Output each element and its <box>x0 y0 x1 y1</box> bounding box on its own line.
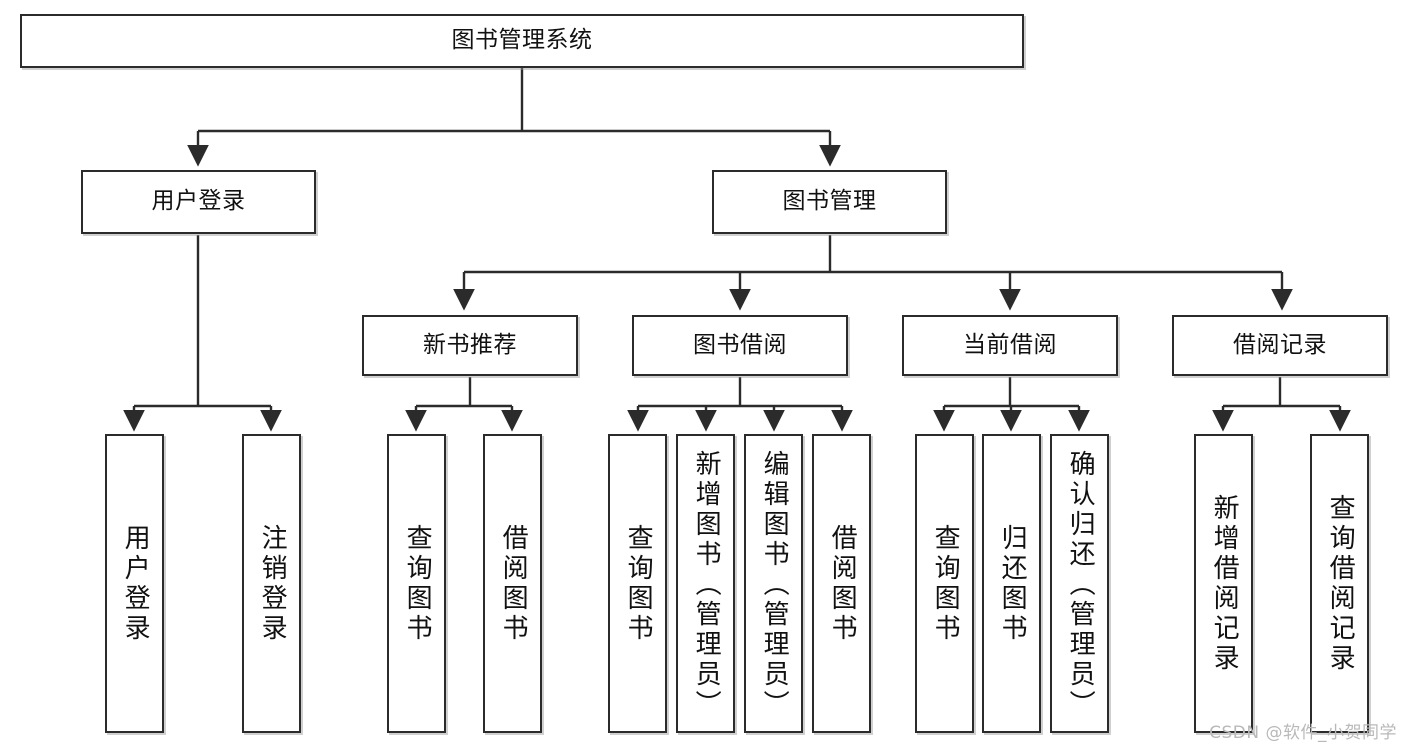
node-user-login[interactable]: 用户登录 <box>81 170 316 234</box>
node-new-book-rec-label: 新书推荐 <box>423 331 517 358</box>
node-leaf-rec-query-record[interactable]: 查询借阅记录 <box>1310 434 1369 733</box>
node-leaf-borrow-add-book-label: 新增图书（管理员） <box>691 450 722 720</box>
node-leaf-rec-borrow-book[interactable]: 借阅图书 <box>483 434 542 733</box>
node-leaf-rec-add-record-label: 新增借阅记录 <box>1209 493 1240 674</box>
node-borrow-record-label: 借阅记录 <box>1233 331 1327 358</box>
node-leaf-borrow-add-book[interactable]: 新增图书（管理员） <box>676 434 735 733</box>
node-leaf-cur-return-book[interactable]: 归还图书 <box>982 434 1041 733</box>
node-leaf-cur-confirm-return-label: 确认归还（管理员） <box>1065 450 1096 720</box>
node-leaf-user-logout[interactable]: 注销登录 <box>242 434 301 733</box>
node-user-login-label: 用户登录 <box>151 188 246 215</box>
node-root[interactable]: 图书管理系统 <box>20 14 1024 68</box>
node-leaf-user-login[interactable]: 用户登录 <box>105 434 164 733</box>
node-leaf-cur-confirm-return[interactable]: 确认归还（管理员） <box>1050 434 1109 733</box>
node-leaf-user-logout-label: 注销登录 <box>257 523 288 644</box>
node-new-book-rec[interactable]: 新书推荐 <box>362 315 578 376</box>
node-leaf-borrow-borrow-book[interactable]: 借阅图书 <box>812 434 871 733</box>
node-leaf-rec-borrow-book-label: 借阅图书 <box>498 523 529 644</box>
node-leaf-rec-query-book[interactable]: 查询图书 <box>387 434 446 733</box>
node-leaf-cur-query-book-label: 查询图书 <box>930 523 961 644</box>
node-leaf-borrow-query-book[interactable]: 查询图书 <box>608 434 667 733</box>
node-book-borrow-label: 图书借阅 <box>693 331 787 358</box>
node-leaf-rec-query-record-label: 查询借阅记录 <box>1325 493 1356 674</box>
node-leaf-user-login-label: 用户登录 <box>120 523 151 644</box>
node-leaf-cur-return-book-label: 归还图书 <box>997 523 1028 644</box>
node-book-borrow[interactable]: 图书借阅 <box>632 315 848 376</box>
node-leaf-rec-query-book-label: 查询图书 <box>402 523 433 644</box>
node-borrow-record[interactable]: 借阅记录 <box>1172 315 1388 376</box>
node-leaf-borrow-query-book-label: 查询图书 <box>623 523 654 644</box>
node-current-borrow-label: 当前借阅 <box>963 331 1057 358</box>
node-book-manage[interactable]: 图书管理 <box>712 170 947 234</box>
node-book-manage-label: 图书管理 <box>782 188 877 215</box>
node-leaf-cur-query-book[interactable]: 查询图书 <box>915 434 974 733</box>
node-leaf-borrow-edit-book-label: 编辑图书（管理员） <box>759 450 790 720</box>
node-leaf-borrow-edit-book[interactable]: 编辑图书（管理员） <box>744 434 803 733</box>
node-root-label: 图书管理系统 <box>451 27 593 54</box>
node-current-borrow[interactable]: 当前借阅 <box>902 315 1118 376</box>
node-leaf-borrow-borrow-book-label: 借阅图书 <box>827 523 858 644</box>
csdn-watermark: CSDN @软件_小贺同学 <box>1209 723 1397 743</box>
node-leaf-rec-add-record[interactable]: 新增借阅记录 <box>1194 434 1253 733</box>
